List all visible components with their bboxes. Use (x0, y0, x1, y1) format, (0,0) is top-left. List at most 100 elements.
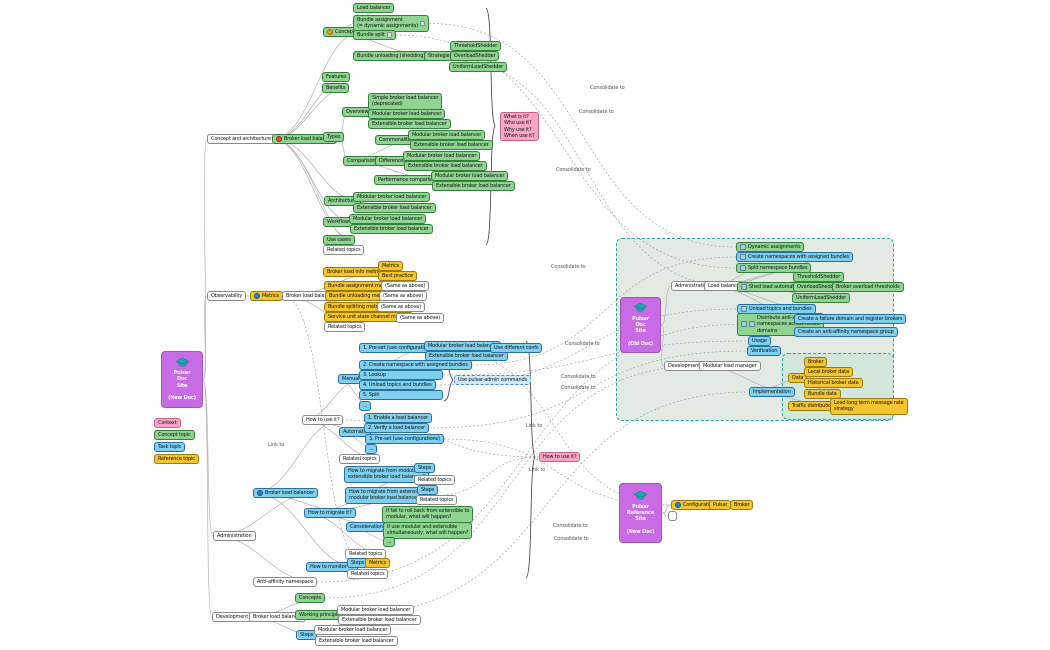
node-d-concepts[interactable]: Concepts (295, 593, 326, 604)
node-od-llt[interactable]: Load long term message rate strategy (830, 398, 908, 415)
node-pink-note[interactable]: What is it? Who use it? Why use it? When… (500, 112, 539, 141)
node-od-usage[interactable]: Usage (748, 336, 771, 347)
node-use-cases[interactable]: Use cases (323, 235, 355, 246)
node-com-ext[interactable]: Extensible broker load balancer (410, 140, 493, 151)
node-same1[interactable]: (Same as above) (381, 281, 430, 292)
node-arch-ext[interactable]: Extensible broker load balancer (353, 203, 436, 214)
node-bli-m2[interactable]: Metrics (378, 261, 404, 272)
node-a2[interactable]: 2. Verify a load balancer (364, 423, 430, 434)
node-anti-affinity[interactable]: Anti-affinity namespace (253, 577, 318, 588)
node-same4[interactable]: (Same as above) (396, 313, 445, 324)
node-ov-simple[interactable]: Simple broker load balancer (deprecated) (368, 93, 443, 110)
node-od-lbd[interactable]: Local broker data (804, 367, 853, 378)
node-load-balancer[interactable]: Load balancer (353, 3, 395, 14)
node-m-more[interactable]: ... (359, 401, 372, 412)
node-a3[interactable]: 3. Pre-set (use configurations) (365, 434, 444, 445)
node-od-cfd[interactable]: Create a failure domain and register bro… (794, 314, 907, 325)
node-features[interactable]: Features (322, 72, 351, 83)
node-a-blb[interactable]: Broker load balancer (253, 488, 318, 499)
node-cons1[interactable]: If fail to roll back from extensible to … (382, 506, 474, 523)
node-od-root[interactable]: Pulsar Doc Site (Old Doc) (620, 297, 661, 353)
node-perf-ext[interactable]: Extensible broker load balancer (432, 181, 515, 192)
node-root[interactable]: Pulsar Doc Site (New Doc) (161, 351, 203, 408)
node-ref-root[interactable]: Pulsar Reference Site (New Doc) (619, 483, 662, 543)
node-benefits[interactable]: Benefits (322, 83, 350, 94)
node-diff-ext[interactable]: Extensible broker load balancer (404, 161, 487, 172)
node-how-migrate[interactable]: How to migrate it? (304, 508, 356, 519)
node-od-impl[interactable]: Implementation (749, 387, 795, 398)
node-cons2[interactable]: If use modular and extensible simultaneo… (383, 522, 473, 539)
node-m4[interactable]: 4. Unload topics and bundles (359, 380, 436, 391)
node-od-cag[interactable]: Create an anti-affinity namespace group (794, 327, 898, 338)
node-mig2-steps[interactable]: Steps (417, 485, 439, 496)
node-perf-mod[interactable]: Modular broker load balancer (431, 171, 509, 182)
node-od-broker[interactable]: Broker (804, 357, 828, 368)
node-c-related[interactable]: Related topics (323, 245, 365, 256)
node-use-diff[interactable]: Use different confs (490, 343, 543, 354)
node-com-mod[interactable]: Modular broker load balancer (408, 130, 486, 141)
node-same3[interactable]: (Same as above) (377, 302, 426, 313)
node-overload-shedder[interactable]: OverloadShedder (450, 51, 500, 62)
node-bundle-assignment[interactable]: Bundle assignment (= dynamic assignments… (353, 15, 430, 32)
node-wf-ext[interactable]: Extensible broker load balancer (350, 224, 433, 235)
node-a-more[interactable]: ... (365, 444, 378, 455)
node-ref-pulsar[interactable]: Pulsar (709, 500, 732, 511)
node-od-split-ns[interactable]: Split namespace bundles (736, 263, 812, 274)
node-same2[interactable]: (Same as above) (379, 291, 428, 302)
node-ref-broker[interactable]: Broker (730, 500, 754, 511)
node-dw-mod[interactable]: Modular broker load balancer (337, 605, 415, 616)
node-mon-metrics[interactable]: Metrics (365, 558, 391, 569)
node-ds-mod[interactable]: Modular broker load balancer (314, 625, 392, 636)
node-ds-ext[interactable]: Extensible broker load balancer (315, 636, 398, 647)
node-od-bot[interactable]: Broker overload thresholds (832, 282, 904, 293)
node-bli-bp[interactable]: Best practice (378, 271, 417, 282)
node-od-threshold[interactable]: ThresholdShedder (793, 272, 845, 283)
node-arch-mod[interactable]: Modular broker load balancer (353, 192, 431, 203)
node-threshold-shedder[interactable]: ThresholdShedder (450, 41, 502, 52)
node-observability[interactable]: Observability (207, 291, 247, 302)
node-od-create-ns[interactable]: Create namespaces with assigned bundles (736, 252, 854, 263)
node-m3[interactable]: 3. Lookup (359, 370, 443, 381)
node-wf-mod[interactable]: Modular broker load balancer (349, 214, 427, 225)
node-mig1[interactable]: How to migrate from modular to extensibl… (344, 466, 429, 483)
node-mig2-related[interactable]: Related topics (416, 495, 458, 506)
node-mig1-related[interactable]: Related topics (414, 475, 456, 486)
node-d-steps[interactable]: Steps (296, 630, 318, 641)
node-od-uniform[interactable]: UniformLoadShedder (792, 293, 851, 304)
node-o-related[interactable]: Related topics (324, 322, 366, 333)
node-od-dynamic[interactable]: Dynamic assignments (736, 242, 805, 253)
node-od-mlm[interactable]: Modular load manager (699, 361, 761, 372)
node-ref-config[interactable]: Configuration (671, 500, 719, 511)
node-cons-more[interactable]: ... (383, 537, 396, 548)
node-administration[interactable]: Administration (213, 531, 256, 542)
node-use-admin[interactable]: Use pulsar-admin commands (454, 375, 531, 386)
node-c-blb[interactable]: Broker load balancer (272, 134, 337, 145)
node-od-bd[interactable]: Bundle data (804, 389, 841, 400)
node-diff-mod[interactable]: Modular broker load balancer (403, 151, 481, 162)
node-hu-related[interactable]: Related topics (339, 454, 381, 465)
node-how-use[interactable]: How to use it? (302, 415, 344, 426)
node-od-verification[interactable]: Verification (747, 346, 782, 357)
node-od-hbd[interactable]: Historical broker data (804, 378, 863, 389)
node-od-dev[interactable]: Development (664, 361, 705, 372)
node-m5[interactable]: 5. Split (359, 390, 443, 401)
node-label: Load long term message rate strategy (834, 400, 904, 413)
node-metrics-left[interactable]: Metrics (250, 291, 284, 302)
node-mon-related[interactable]: Related topics (347, 569, 389, 580)
node-mig1-steps[interactable]: Steps (414, 463, 436, 474)
node-ref-more[interactable] (668, 511, 678, 522)
node-m2[interactable]: 2. Create namespace with assigned bundle… (359, 360, 472, 371)
node-a1[interactable]: 1. Enable a load balancer (364, 413, 432, 424)
node-concepts[interactable]: Concepts (323, 27, 362, 38)
node-pink-how[interactable]: How to use it? (539, 452, 581, 463)
node-concept-arch[interactable]: Concept and architecture (207, 134, 275, 145)
node-uniform-shedder[interactable]: UniformLoadShedder (449, 62, 508, 73)
node-bundle-split[interactable]: Bundle split (353, 30, 397, 41)
node-dw-ext[interactable]: Extensible broker load balancer (338, 615, 421, 626)
node-types[interactable]: Types (323, 132, 345, 143)
node-development[interactable]: Development (212, 612, 253, 623)
node-mig2[interactable]: How to migrate from extensible to modula… (345, 487, 434, 504)
node-ov-extensible[interactable]: Extensible broker load balancer (368, 119, 451, 130)
node-label: Data (792, 375, 804, 381)
node-ov-modular[interactable]: Modular broker load balancer (368, 109, 446, 120)
